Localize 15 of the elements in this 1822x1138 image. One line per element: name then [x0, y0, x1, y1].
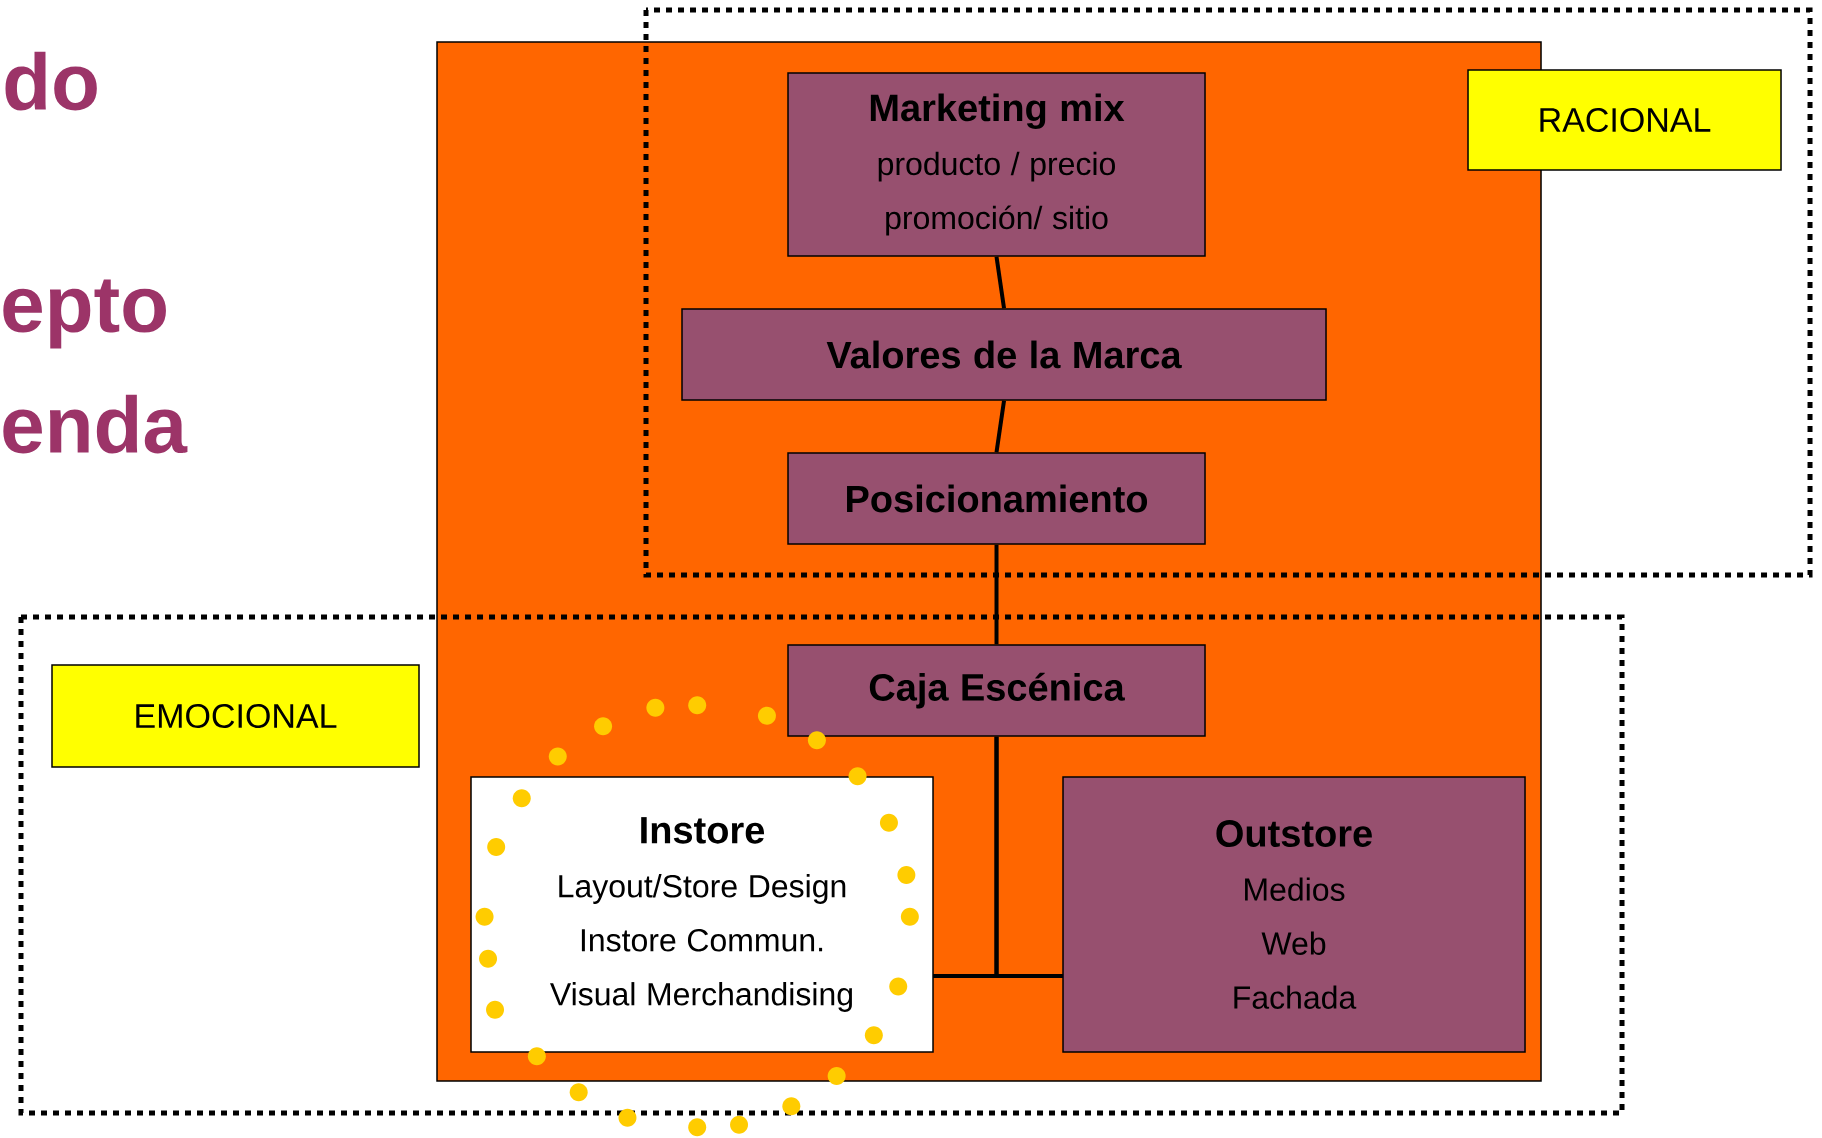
process-box: Outstore Medios Web Fachada	[1062, 776, 1526, 1053]
heading-fragment: do	[5, 51, 97, 111]
label-box: RACIONAL	[1467, 69, 1782, 171]
process-box: Posicionamiento	[787, 452, 1206, 545]
label-box: EMOCIONAL	[51, 664, 420, 768]
connector-line	[994, 256, 1006, 309]
connector-line	[994, 544, 999, 645]
process-box: Marketing mix producto / precio promoción/ sitio	[787, 72, 1206, 257]
process-box: Caja Escénica	[787, 644, 1206, 737]
process-box: Instore Layout/Store Design Instore Commun. Visual Merchandising	[470, 776, 934, 1053]
heading-fragment: enda	[3, 394, 188, 454]
connector-line	[994, 736, 1063, 978]
heading-fragment: epto	[3, 279, 166, 349]
process-box: Valores de la Marca	[681, 308, 1327, 401]
connector-line	[994, 400, 1006, 453]
